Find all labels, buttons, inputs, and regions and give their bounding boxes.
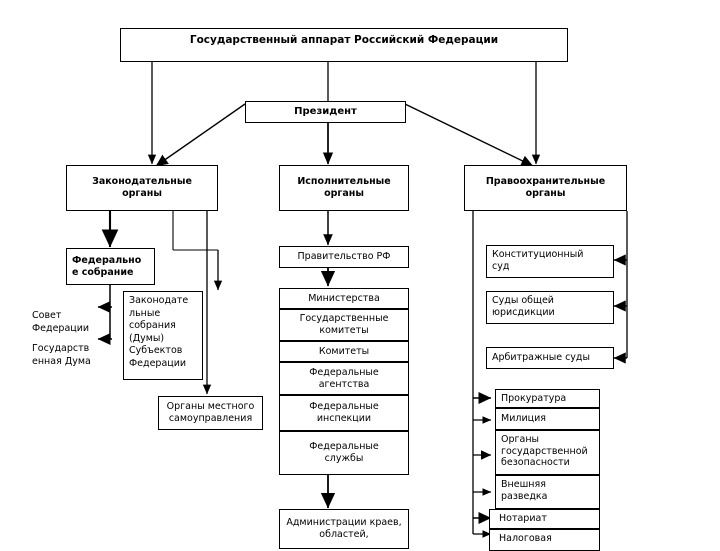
title-box: Государственный аппарат Российский Федер… <box>120 28 568 62</box>
regional-assemblies-text: Законодате льные собрания (Думы) Субъект… <box>129 295 189 369</box>
council-of-federation-text: Совет Федерации <box>32 310 90 334</box>
government-text: Правительство РФ <box>297 251 391 263</box>
branch-box-legislative: Законодательные органы <box>66 165 218 211</box>
agency-box-foreign-intelligence: Внешняя разведка <box>495 475 600 509</box>
regional-assemblies-box: Законодате льные собрания (Думы) Субъект… <box>123 291 203 380</box>
administrations-text: Администрации краев, областей, <box>286 517 402 540</box>
executive-stack-label: Федеральные службы <box>309 441 379 464</box>
agency-label: Нотариат <box>499 513 547 525</box>
executive-stack-label: Федеральные инспекции <box>309 401 379 424</box>
branch-box-law-enforcement: Правоохранительные органы <box>464 165 627 211</box>
branch-label-legislative: Законодательные органы <box>92 176 192 199</box>
president-text: Президент <box>294 105 357 117</box>
general-jurisdiction-courts-text: Суды общей юрисдикции <box>492 295 555 318</box>
executive-stack-label: Министерства <box>308 292 380 304</box>
executive-stack-item-federal-agencies: Федеральные агентства <box>279 362 409 395</box>
agency-label: Внешняя разведка <box>501 479 548 502</box>
local-self-government-box: Органы местного самоуправления <box>158 396 263 430</box>
arbitration-courts-text: Арбитражные суды <box>492 352 590 364</box>
executive-stack-item-ministries: Министерства <box>279 288 409 309</box>
president-box: Президент <box>245 101 406 123</box>
state-duma-text: Государств енная Дума <box>32 343 91 367</box>
agency-label: Милиция <box>501 413 546 425</box>
executive-stack-item-committees: Комитеты <box>279 341 409 362</box>
executive-stack-item-federal-inspections: Федеральные инспекции <box>279 395 409 431</box>
executive-stack-label: Федеральные агентства <box>309 366 379 390</box>
federal-assembly-box: Федерально е собрание <box>66 248 155 285</box>
general-jurisdiction-courts-box: Суды общей юрисдикции <box>486 291 614 324</box>
state-duma-label: Государств енная Дума <box>32 331 102 368</box>
title-text: Государственный аппарат Российский Федер… <box>189 34 499 46</box>
local-self-government-text: Органы местного самоуправления <box>166 401 255 424</box>
branch-label-executive: Исполнительные органы <box>297 176 391 199</box>
branch-box-executive: Исполнительные органы <box>279 165 409 211</box>
branch-label-law-enforcement: Правоохранительные органы <box>485 176 606 199</box>
agency-box-militia: Милиция <box>495 408 600 430</box>
agency-box-notary: Нотариат <box>489 509 600 529</box>
constitutional-court-text: Конституционный суд <box>492 249 584 272</box>
federal-assembly-text: Федерально е собрание <box>72 254 142 278</box>
agency-label: Прокуратура <box>501 392 567 404</box>
agency-box-state-security: Органы государственной безопасности <box>495 430 600 475</box>
arbitration-courts-box: Арбитражные суды <box>486 347 614 369</box>
agency-box-tax-service: Налоговая <box>489 529 600 551</box>
government-box: Правительство РФ <box>279 246 409 268</box>
executive-stack-item-federal-services: Федеральные службы <box>279 431 409 475</box>
constitutional-court-box: Конституционный суд <box>486 245 614 278</box>
council-of-federation-label: Совет Федерации <box>32 298 100 335</box>
agency-label: Налоговая <box>499 533 552 544</box>
agency-box-prosecution: Прокуратура <box>495 389 600 408</box>
executive-stack-item-state-committees: Государственные комитеты <box>279 309 409 341</box>
administrations-box: Администрации краев, областей, <box>279 509 409 549</box>
executive-stack-label: Государственные комитеты <box>299 313 389 336</box>
executive-stack-label: Комитеты <box>318 345 370 357</box>
agency-label: Органы государственной безопасности <box>501 434 588 469</box>
